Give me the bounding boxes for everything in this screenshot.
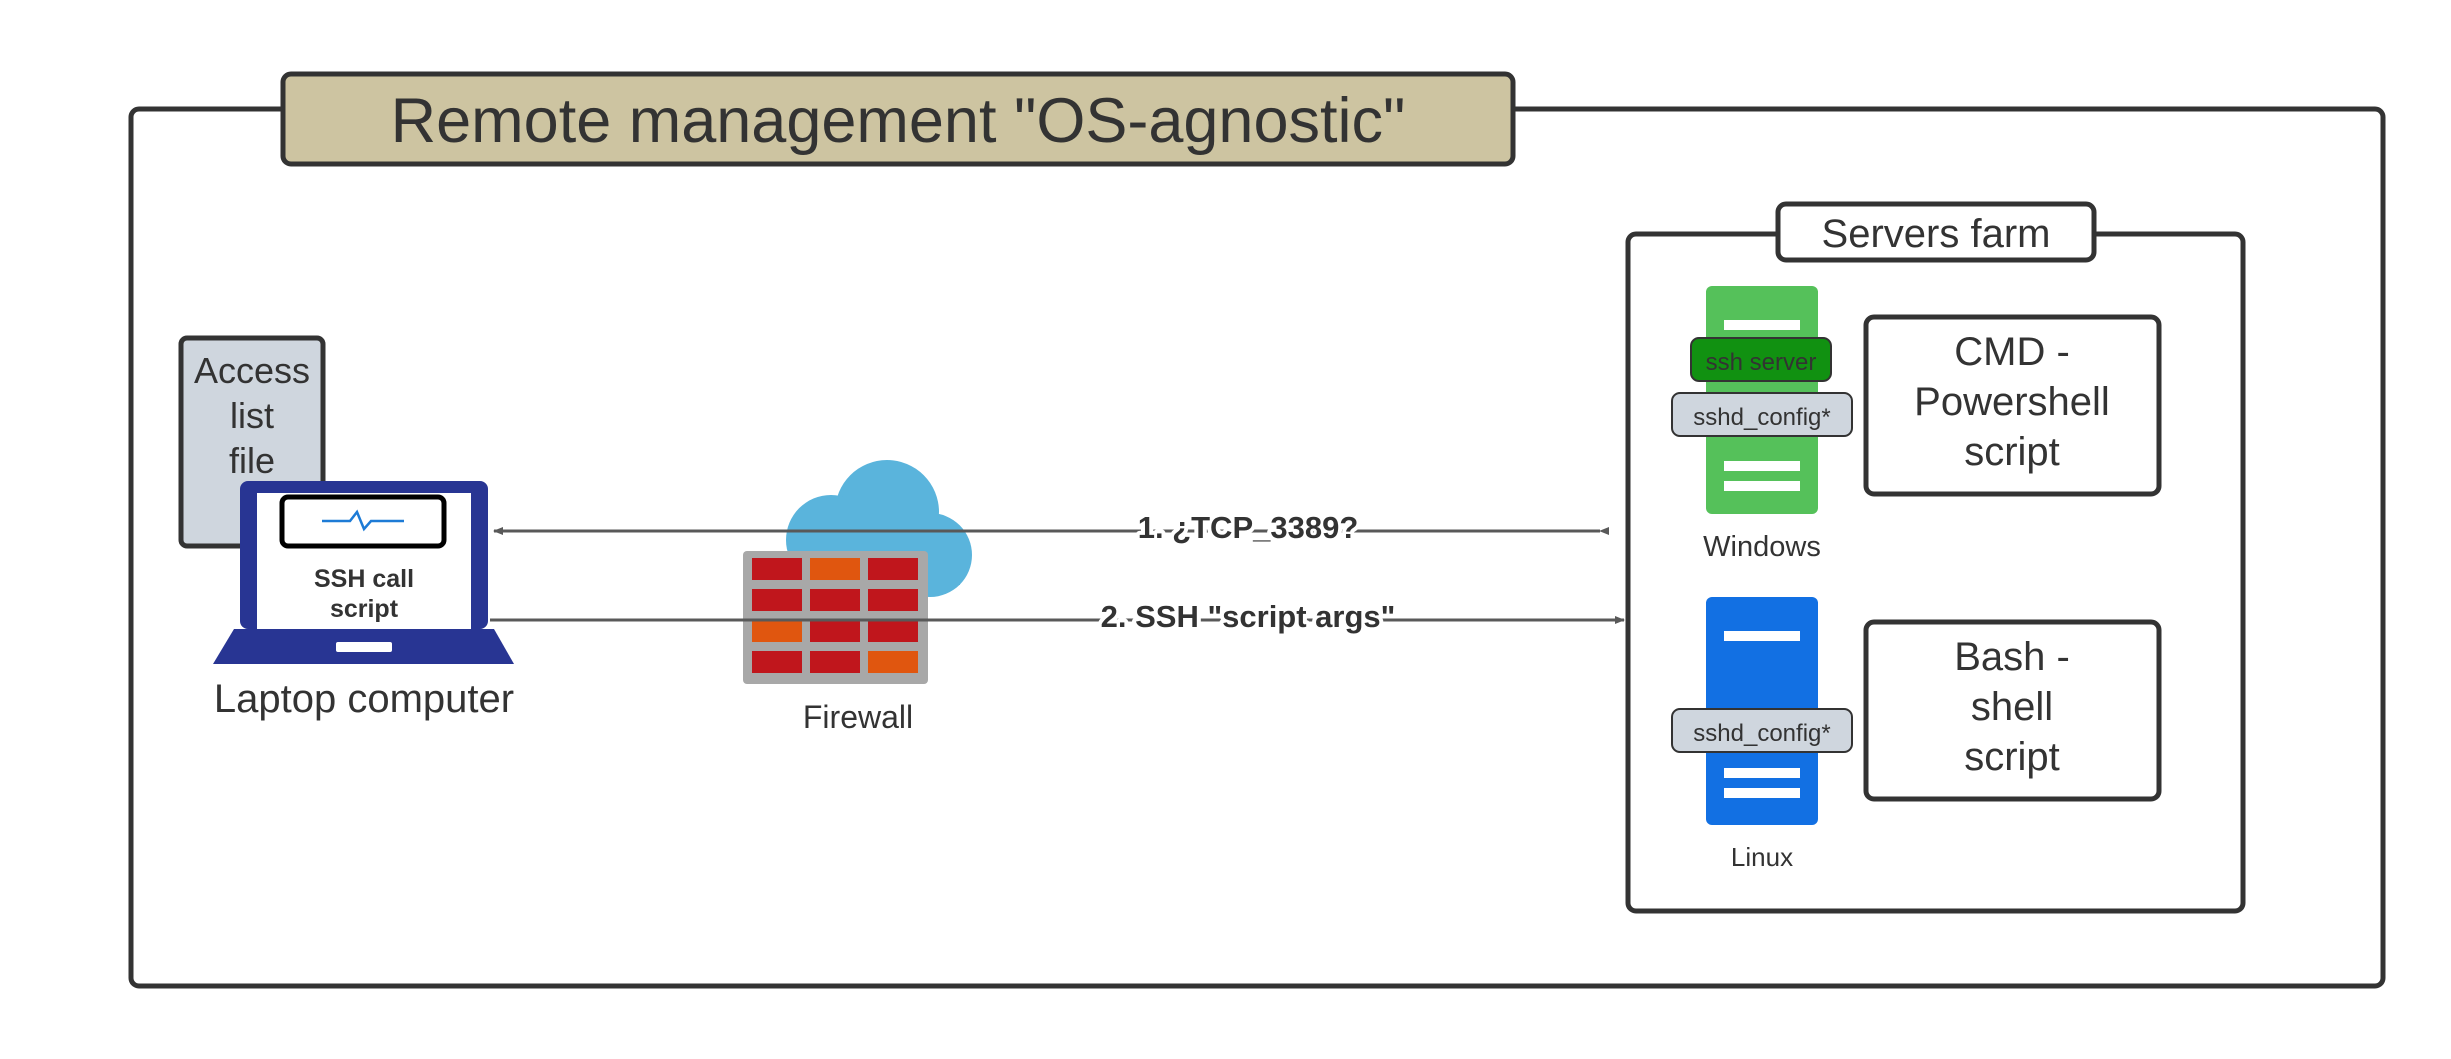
- connection-2-label: 2. SSH "script args": [1101, 599, 1396, 634]
- linux-script-line-2: shell: [1971, 685, 2053, 729]
- windows-script-box: [1863, 314, 2162, 497]
- access-list-file: Access list file: [178, 335, 326, 549]
- title-banner: [280, 71, 1516, 167]
- ssh-server-label: ssh server: [1706, 349, 1817, 376]
- laptop-label: Laptop computer: [214, 677, 514, 721]
- windows-sshd-config-label: sshd_config*: [1693, 404, 1830, 431]
- access-list-line-3: file: [229, 440, 275, 481]
- windows-sshd-config-badge: [1671, 392, 1853, 437]
- pulse-icon: [322, 509, 404, 532]
- windows-label: Windows: [1703, 531, 1821, 563]
- access-list-line-1: Access: [194, 350, 310, 391]
- connection-1-label: 1. ¿TCP_3389?: [1138, 510, 1359, 545]
- linux-sshd-config-label: sshd_config*: [1693, 720, 1830, 747]
- linux-script-box: [1863, 619, 2162, 802]
- servers-farm-title-box: [1775, 201, 2097, 263]
- windows-script-line-3: script: [1964, 430, 2060, 474]
- linux-sshd-config-badge: [1671, 708, 1853, 753]
- linux-script-line-1: Bash -: [1954, 635, 2070, 679]
- servers-farm-title: Servers farm: [1822, 212, 2051, 256]
- firewall-label: Firewall: [803, 699, 913, 735]
- firewall-icon: [743, 551, 928, 684]
- laptop-icon: [213, 481, 514, 664]
- ssh-server-badge: [1690, 337, 1832, 382]
- diagram-title: Remote management "OS-agnostic": [391, 86, 1406, 156]
- linux-label: Linux: [1731, 842, 1793, 872]
- linux-script-line-3: script: [1964, 735, 2060, 779]
- access-list-line-2: list: [230, 395, 274, 436]
- laptop-screen-line-1: SSH call: [314, 565, 414, 593]
- script-window: [279, 494, 447, 549]
- windows-script-line-2: Powershell: [1914, 380, 2110, 424]
- windows-script-line-1: CMD -: [1954, 330, 2070, 374]
- laptop-screen-line-2: script: [330, 595, 399, 623]
